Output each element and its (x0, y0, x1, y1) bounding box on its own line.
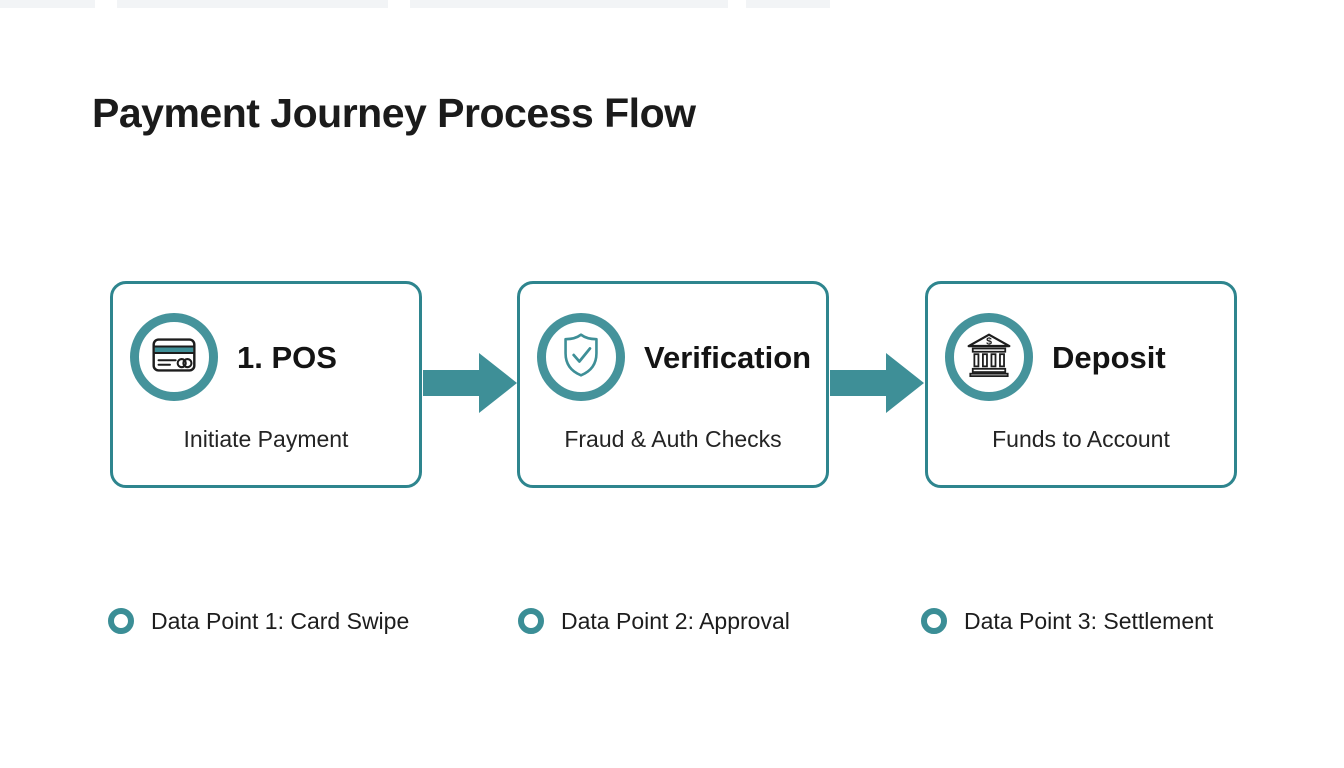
flow-step-verification: Verification Fraud & Auth Checks (517, 281, 829, 488)
top-strip-segment (410, 0, 728, 8)
step-title: 1. POS (237, 340, 337, 375)
arrow-right-icon (830, 353, 924, 413)
icon-ring (537, 313, 625, 401)
ring-icon (108, 608, 134, 634)
step-subtitle: Fraud & Auth Checks (564, 426, 782, 452)
shield-check-icon (555, 329, 607, 386)
arrow-right-icon (423, 353, 517, 413)
legend-item-approval: Data Point 2: Approval (518, 607, 790, 635)
icon-ring (130, 313, 218, 401)
bank-icon: $ (963, 329, 1015, 386)
legend-label: Data Point 1: Card Swipe (151, 607, 410, 634)
step-title: Deposit (1052, 340, 1166, 375)
step-subtitle: Funds to Account (992, 426, 1170, 452)
ring-icon (921, 608, 947, 634)
step-title: Verification (644, 340, 812, 375)
top-strip-segment (117, 0, 388, 8)
legend-label: Data Point 2: Approval (561, 607, 790, 634)
credit-card-icon (148, 329, 200, 386)
top-strip-segment (0, 0, 95, 8)
flow-step-pos: 1. POS Initiate Payment (110, 281, 422, 488)
icon-ring: $ (945, 313, 1033, 401)
page-title: Payment Journey Process Flow (92, 90, 696, 136)
ring-icon (518, 608, 544, 634)
legend-label: Data Point 3: Settlement (964, 607, 1214, 634)
legend-item-settlement: Data Point 3: Settlement (921, 607, 1213, 635)
step-subtitle: Initiate Payment (183, 426, 349, 452)
legend-item-card-swipe: Data Point 1: Card Swipe (108, 607, 409, 635)
top-strip-segment (746, 0, 830, 8)
svg-text:$: $ (986, 335, 992, 347)
flow-step-deposit: $ Deposit Funds to Account (925, 281, 1237, 488)
